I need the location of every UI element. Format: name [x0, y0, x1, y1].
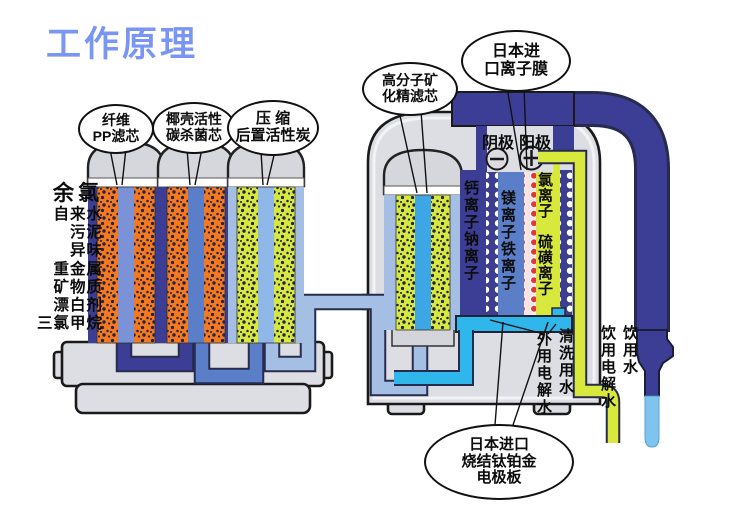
anode-chamber	[536, 162, 560, 316]
cathode-symbol	[485, 147, 509, 171]
callout-fiber-pp: 纤维 PP滤芯	[78, 104, 154, 154]
contaminant: 三氯甲烷	[36, 315, 103, 333]
ion-label-chloride-sulfur: 氯离子 硫磺离子	[536, 172, 553, 296]
contaminant: 异味	[69, 242, 103, 260]
contaminant-list: 余氯 自来水 污泥 异味 重金属 矿物质 漂白剂 三氯甲烷	[8, 182, 103, 333]
cathode-chamber	[460, 170, 486, 316]
drinking-water-pipe	[540, 91, 670, 332]
cartridge-post-carbon	[226, 140, 306, 344]
contaminant: 污泥	[69, 224, 103, 242]
callout-ion-membrane: 日本进 口离子膜	[461, 30, 571, 92]
ion-membrane-2	[524, 170, 536, 316]
ion-membrane-3	[560, 170, 572, 316]
output-label-external-electrolyzed: 外用电解水	[535, 331, 552, 416]
electrolysis-unit	[362, 91, 674, 448]
drinking-water-stream	[644, 395, 660, 448]
contaminant: 漂白剂	[53, 297, 103, 315]
output-label-cleaning: 清洗用水	[557, 328, 574, 396]
cleaning-water-pipe	[394, 315, 573, 386]
page-title: 工作原理	[46, 25, 199, 64]
ion-label-magnesium-iron: 镁离子铁离子	[499, 190, 516, 292]
cartridge-coconut-carbon	[156, 140, 236, 344]
leader-lines	[109, 86, 557, 426]
output-label-drinking-electrolyzed: 饮用电解水	[599, 325, 616, 410]
callout-polymer-mineral: 高分子矿 化精滤芯	[362, 62, 458, 116]
cartridge-polymer-mineral	[382, 148, 464, 347]
faucet	[636, 329, 674, 397]
contaminant: 重金属	[53, 260, 103, 278]
ion-membrane-1	[486, 170, 498, 316]
callout-electrode-plate: 日本进口 烧结钛铂金 电极板	[424, 424, 574, 500]
callout-coconut-carbon: 椰壳活性 碳杀菌芯	[152, 102, 236, 154]
contaminant: 矿物质	[53, 278, 103, 296]
output-label-drinking: 饮用水	[621, 325, 638, 376]
contaminant: 自来水	[53, 206, 103, 223]
prefilter-unit	[52, 140, 429, 415]
ion-label-calcium-sodium: 钙离子钠离子	[462, 180, 479, 282]
callout-compressed-carbon: 压 缩 后置活性炭	[227, 100, 319, 156]
electrolyzed-water-pipe	[538, 149, 621, 443]
electrolysis-cell	[460, 162, 572, 316]
prefilter-base-lower	[74, 382, 312, 415]
anode-label: 阳极	[519, 135, 552, 152]
cathode-label: 阴极	[482, 135, 515, 152]
middle-chamber	[498, 170, 524, 316]
contaminant: 余氯	[53, 182, 103, 205]
